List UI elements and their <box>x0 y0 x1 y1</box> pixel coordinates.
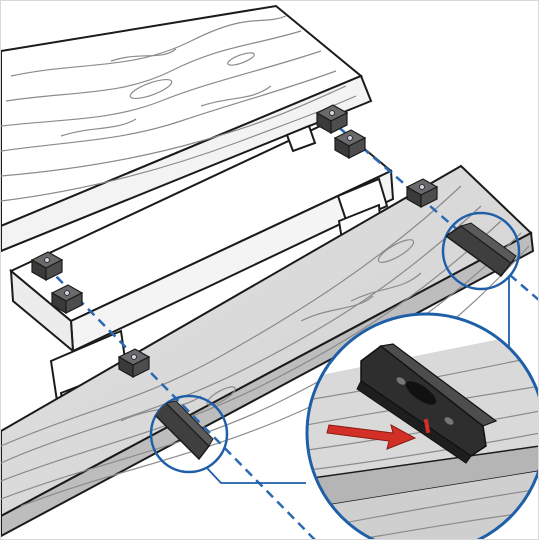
deck-board-lower <box>1 164 535 538</box>
grain-line <box>1 220 502 482</box>
upper-board-grain <box>1 15 357 202</box>
grain-line <box>10 15 287 77</box>
grain-line <box>1 85 347 177</box>
grain-line <box>5 30 302 102</box>
wood-knot <box>377 239 415 263</box>
clip-left-joist <box>50 284 84 315</box>
grain-line <box>1 232 522 500</box>
grain-line <box>307 432 538 472</box>
lower-board-front-face <box>1 231 535 538</box>
grain-line <box>200 85 272 107</box>
connector-left <box>205 466 306 484</box>
grain-line <box>60 118 137 137</box>
alignment-line-left <box>45 265 316 539</box>
deck-board-upper <box>1 4 373 253</box>
clip-upper-right <box>315 104 349 135</box>
clip-right-board <box>405 178 439 209</box>
callout-connectors <box>205 276 510 484</box>
magnified-board-edge <box>307 445 538 512</box>
grain-line <box>300 295 374 322</box>
wood-knot <box>206 386 236 406</box>
fastener-clips <box>30 104 439 379</box>
grain-line <box>350 272 422 302</box>
direction-arrow <box>326 424 417 450</box>
grain-line <box>1 205 482 464</box>
grain-line <box>1 70 337 152</box>
clip-upper-left <box>30 251 64 282</box>
clip-left-board <box>117 348 151 379</box>
magnified-clip <box>356 343 498 464</box>
wood-knot <box>227 52 255 66</box>
callout-small-right <box>441 211 521 291</box>
magnified-detail-callout <box>305 312 538 539</box>
grain-line <box>1 185 462 447</box>
joist-left <box>9 119 395 354</box>
red-indicator-mark <box>423 418 431 434</box>
clip-right-joist <box>333 129 367 160</box>
support-post-middle <box>285 124 317 153</box>
wood-knot <box>129 78 173 100</box>
grain-line <box>20 245 530 507</box>
grain-line <box>307 410 538 452</box>
grain-line <box>110 48 177 62</box>
grain-line <box>1 50 322 127</box>
support-post-right <box>336 177 389 225</box>
upper-board-front-face <box>1 74 373 253</box>
